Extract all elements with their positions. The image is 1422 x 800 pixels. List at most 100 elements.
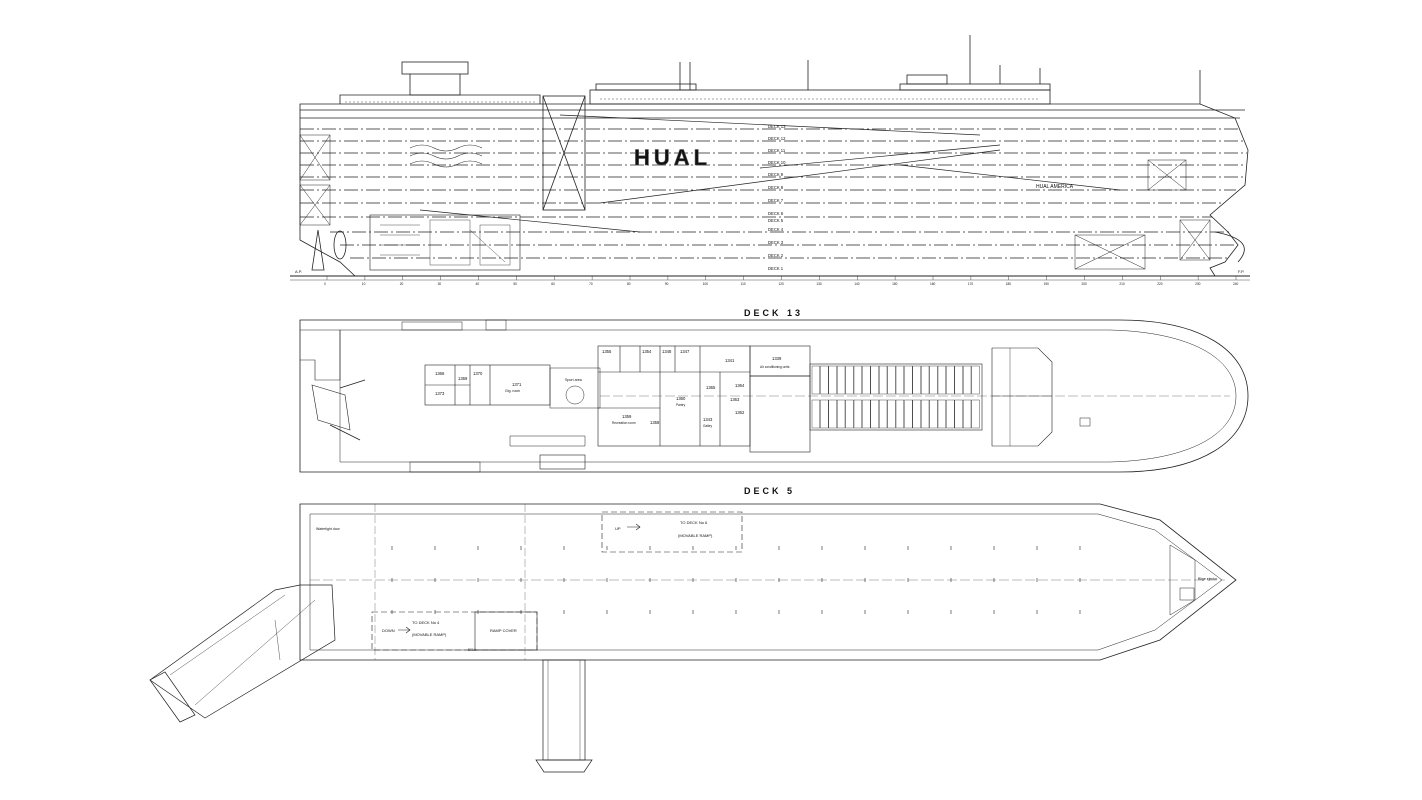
- crew-cabin: [811, 365, 821, 395]
- ruler-tick-label: 170: [968, 282, 974, 286]
- ruler-tick-label: 220: [1157, 282, 1163, 286]
- room-number: 1362: [735, 410, 745, 415]
- room-number: 1371: [512, 382, 522, 387]
- aft-stern-ramp: [149, 584, 336, 723]
- ruler-tick-label: 80: [627, 282, 631, 286]
- crew-cabin: [895, 399, 905, 429]
- room-number: 1341: [725, 358, 735, 363]
- crew-cabin: [853, 399, 863, 429]
- ramp-down-arrow-label: DOWN: [382, 628, 395, 633]
- profile-hull-outline: [299, 103, 1249, 277]
- ruler-tick-label: 210: [1119, 282, 1125, 286]
- room-number: 1355: [602, 349, 612, 354]
- room-name: Galley: [703, 424, 712, 428]
- crew-cabin: [862, 365, 871, 395]
- crew-cabin: [820, 365, 829, 395]
- room-number: 1364: [735, 383, 745, 388]
- ruler-tick-label: 100: [703, 282, 709, 286]
- crew-cabin: [954, 399, 963, 429]
- crew-cabin: [904, 365, 913, 395]
- deck5-plan: UP TO DECK No 6 (MOVABLE RAMP) DOWN TO D…: [149, 503, 1237, 773]
- deck13-title: DECK 13: [744, 308, 804, 318]
- ruler-tick-label: 110: [741, 282, 746, 286]
- crew-cabin: [887, 399, 896, 429]
- ruler-tick-label: 30: [438, 282, 442, 286]
- ruler-tick-label: 230: [1195, 282, 1201, 286]
- ramp-up-sub: (MOVABLE RAMP): [678, 533, 713, 538]
- ruler-tick-label: 190: [1044, 282, 1050, 286]
- ship-name-text: HUAL AMERICA: [1036, 184, 1074, 190]
- crew-cabin: [946, 365, 955, 395]
- room-name: Gtg. room: [505, 389, 520, 393]
- crew-cabin: [853, 365, 863, 395]
- deck-label: DECK 3: [768, 240, 784, 245]
- room-name: Pantry: [676, 403, 686, 407]
- deck13-plan: 1366 1369 1370 1373 1371 Gtg. room Sport…: [299, 319, 1249, 473]
- ruler-tick-label: 70: [589, 282, 593, 286]
- crew-cabin: [912, 365, 921, 395]
- ramp-up-label: TO DECK No 6: [680, 520, 708, 525]
- crew-cabin: [971, 399, 980, 429]
- room-number: 1339: [772, 356, 782, 361]
- ramp-down-sub: (MOVABLE RAMP): [412, 632, 447, 637]
- ruler-tick-label: 240: [1233, 282, 1239, 286]
- crew-cabin: [879, 365, 888, 395]
- crew-cabin: [828, 399, 837, 429]
- crew-cabin: [929, 399, 938, 429]
- deck-label: DECK 6: [768, 211, 784, 216]
- crew-cabin: [937, 365, 947, 395]
- crew-cabin: [879, 399, 888, 429]
- room-number: 1363: [730, 397, 740, 402]
- room-name: Sport area: [565, 378, 582, 382]
- room-number: 1359: [622, 414, 632, 419]
- crew-cabin: [820, 399, 829, 429]
- crew-cabin: [828, 365, 837, 395]
- ruler-tick-label: 200: [1082, 282, 1088, 286]
- crew-cabin: [921, 365, 930, 395]
- room-name: Air conditioning units: [760, 365, 790, 369]
- side-ramp: [535, 659, 593, 773]
- crew-cabin: [845, 399, 854, 429]
- deck-label: DECK 13: [768, 124, 786, 129]
- watertight-door-label: Watertight door: [316, 527, 341, 531]
- ruler-tick-label: 120: [779, 282, 785, 286]
- ruler-tick-label: 60: [551, 282, 555, 286]
- crew-cabin: [887, 365, 896, 395]
- crew-cabin: [845, 365, 854, 395]
- ruler-tick-label: 140: [854, 282, 860, 286]
- crew-cabin: [963, 365, 972, 395]
- crew-cabin: [904, 399, 913, 429]
- room-number: 1354: [642, 349, 652, 354]
- deck5-outline: [299, 503, 1237, 661]
- deck-label: DECK 9: [768, 172, 784, 177]
- crew-cabin: [921, 399, 930, 429]
- room-number: 1370: [473, 371, 483, 376]
- deck-label: DECK 10: [768, 160, 786, 165]
- crew-cabin: [971, 365, 980, 395]
- ruler-tick-label: 90: [665, 282, 669, 286]
- deck-label: DECK 5: [768, 218, 784, 223]
- room-number: 1348: [662, 349, 672, 354]
- ruler-tick-label: 0: [324, 282, 326, 286]
- room-501a-label: 501A: [468, 648, 477, 652]
- bilge-ejector-label: Bilge ejector: [1198, 577, 1218, 581]
- room-number: 1366: [435, 371, 445, 376]
- deck-label: DECK 12: [768, 136, 786, 141]
- ramp-down-label: TO DECK No 4: [412, 620, 440, 625]
- ruler-tick-label: 20: [400, 282, 404, 286]
- deck-label: DECK 4: [768, 227, 784, 232]
- room-number: 1365: [706, 385, 716, 390]
- ramp-cover-label: RAMP COVER: [490, 628, 517, 633]
- crew-cabin: [963, 399, 972, 429]
- ruler-tick-label: 130: [816, 282, 822, 286]
- deck13-accommodation: [597, 345, 983, 453]
- ruler-tick-label: 160: [930, 282, 936, 286]
- crew-cabin: [862, 399, 871, 429]
- crew-cabin: [954, 365, 963, 395]
- room-number: 1360: [676, 396, 686, 401]
- room-number: 1373: [435, 391, 445, 396]
- room-number: 1347: [680, 349, 690, 354]
- deck-label: DECK 7: [768, 198, 784, 203]
- aft-perpendicular: A.P.: [295, 269, 302, 274]
